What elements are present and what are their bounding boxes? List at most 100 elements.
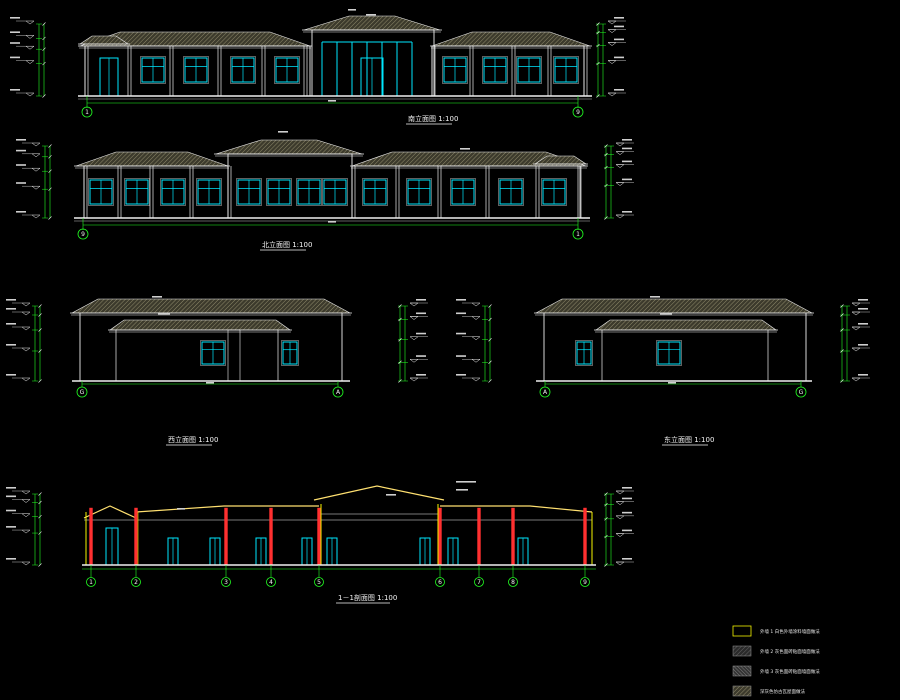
level-marker	[607, 92, 617, 97]
main-roof	[535, 298, 813, 314]
level-tag	[614, 17, 624, 19]
level-marker	[25, 60, 35, 64]
svg-text:1: 1	[89, 579, 93, 586]
level-tag	[416, 299, 426, 301]
annotation-tag	[668, 382, 676, 384]
window-frame	[160, 178, 186, 206]
section-grid-bubble: 5	[314, 577, 324, 587]
level-tag	[6, 509, 16, 512]
legend-item-roof: 深灰色仿古瓦屋面做法	[732, 685, 805, 697]
dimension-slash	[38, 304, 42, 308]
dimension-slash	[604, 216, 608, 220]
level-marker	[615, 182, 625, 186]
annotation-tag	[650, 296, 660, 298]
section-grid-bubbles: 1 2 3 4 5 6 7 8 9	[86, 577, 590, 587]
window-frame	[482, 56, 508, 84]
level-tag	[16, 139, 26, 141]
level-marker	[607, 29, 617, 33]
annotation-tag	[328, 100, 336, 102]
level-marker	[471, 302, 481, 307]
dimension-slash	[38, 328, 42, 332]
dimension-slash	[398, 304, 402, 308]
wall-pier	[227, 329, 241, 382]
section-column	[477, 507, 481, 566]
level-tag	[456, 374, 466, 376]
dimension-slash	[604, 492, 608, 496]
dimension-slash	[42, 36, 46, 41]
svg-text:7: 7	[477, 579, 481, 586]
grid-bubble-south-left: 1	[81, 106, 93, 118]
section-grid-bubble: 4	[266, 577, 276, 587]
grid-bubble-north-right: 1	[572, 228, 584, 240]
annotation-tag	[328, 221, 336, 223]
level-marker	[851, 302, 861, 307]
annotation-tag	[278, 131, 288, 133]
north-elevation-title: 北立面图 1:100	[262, 240, 312, 249]
level-marker	[409, 359, 419, 363]
window-frame	[541, 178, 567, 206]
window-frame	[406, 178, 432, 206]
level-marker	[615, 214, 625, 219]
section-column	[511, 507, 515, 566]
dimension-slash	[604, 152, 608, 157]
level-tag	[622, 211, 632, 213]
window-frame	[196, 178, 222, 206]
level-marker	[409, 336, 419, 340]
window-frame	[575, 340, 593, 366]
level-tag	[614, 38, 624, 41]
level-marker	[607, 20, 617, 25]
level-marker	[471, 336, 481, 340]
dimension-slash	[604, 563, 608, 567]
level-marker	[615, 151, 625, 155]
window-frame	[200, 340, 226, 366]
dimension-slash	[840, 313, 844, 317]
window-frame	[281, 340, 299, 366]
svg-text:3: 3	[224, 579, 228, 586]
svg-text:5: 5	[317, 579, 321, 586]
dimension-slash	[596, 61, 600, 66]
svg-text:1: 1	[85, 109, 89, 116]
level-marker	[25, 35, 35, 39]
window-frame	[516, 56, 542, 84]
section-roof-cut	[135, 505, 319, 513]
annotation-tag	[177, 508, 185, 510]
annotation-tag	[158, 313, 170, 315]
level-marker	[471, 316, 481, 320]
south-elevation	[10, 9, 626, 108]
legend-item-exterior-wall-3: 外墙 3 灰色面砖贴面墙面做法	[732, 665, 820, 677]
section-column	[317, 507, 321, 566]
annotation-tag	[660, 313, 672, 315]
dimension-slash	[42, 47, 46, 51]
level-tag	[6, 558, 16, 560]
left-wing-wall	[83, 165, 229, 219]
dimension-slash	[42, 94, 46, 98]
east-elevation	[456, 296, 870, 387]
level-marker	[31, 153, 41, 158]
grid-bubble-south-right: 9	[572, 106, 584, 118]
annotation-tag	[152, 296, 162, 298]
level-marker	[409, 377, 419, 382]
level-marker	[25, 20, 35, 25]
level-tag	[6, 487, 16, 489]
level-tag	[456, 355, 466, 357]
section-column	[224, 507, 228, 566]
level-marker	[851, 311, 861, 316]
level-tag	[416, 332, 426, 335]
level-tag	[622, 160, 632, 163]
dimension-slash	[488, 317, 492, 322]
dimension-slash	[840, 349, 844, 353]
dimension-slash	[398, 317, 402, 322]
section-grid-bubble: 3	[221, 577, 231, 587]
level-marker	[471, 377, 481, 382]
dimension-slash	[38, 515, 42, 519]
dimension-slash	[38, 500, 42, 505]
svg-text:9: 9	[583, 579, 587, 586]
dimension-slash	[596, 22, 600, 26]
section-title: 1－1剖面图 1:100	[338, 593, 397, 602]
svg-text:外墙 3 灰色面砖贴面墙面做法: 外墙 3 灰色面砖贴面墙面做法	[760, 668, 820, 675]
level-marker	[21, 513, 31, 517]
level-tag	[10, 31, 20, 33]
west-elevation-title: 西立面图 1:100	[168, 435, 218, 444]
level-tag	[622, 487, 632, 489]
